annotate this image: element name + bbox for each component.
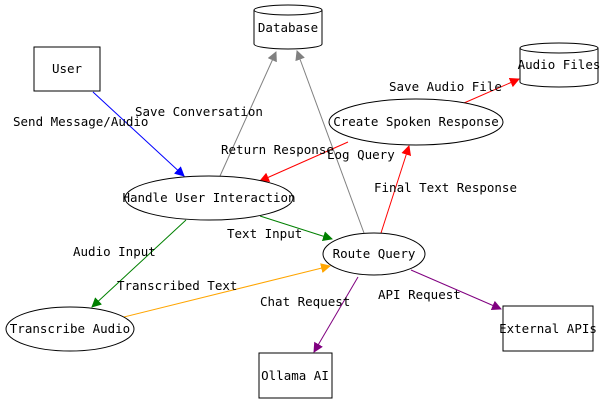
- node-audio-files: Audio Files: [518, 42, 601, 88]
- label-save-conversation: Save Conversation: [135, 104, 263, 119]
- edge-send-message-audio: [92, 91, 185, 177]
- edge-transcribed-text: [123, 263, 331, 318]
- node-database: Database: [253, 4, 323, 50]
- label-log-query: Log Query: [327, 147, 395, 162]
- edge-audio-input: [91, 219, 187, 308]
- node-ollama-ai-label: Ollama AI: [261, 368, 329, 383]
- node-external-apis: External APIs: [499, 305, 597, 352]
- label-final-text-response: Final Text Response: [374, 180, 517, 195]
- label-api-request: API Request: [378, 287, 461, 302]
- node-create-spoken-response: Create Spoken Response: [328, 98, 504, 146]
- edge-final-text-response: [380, 145, 412, 234]
- label-text-input: Text Input: [227, 226, 302, 241]
- node-database-label: Database: [258, 20, 318, 35]
- edge-save-conversation: [219, 51, 277, 177]
- node-audio-files-label: Audio Files: [518, 57, 601, 72]
- node-handle-user-interaction: Handle User Interaction: [122, 175, 296, 221]
- label-save-audio-file: Save Audio File: [389, 79, 502, 94]
- label-return-response: Return Response: [221, 142, 334, 157]
- node-handle-user-interaction-label: Handle User Interaction: [122, 190, 295, 205]
- node-route-query: Route Query: [322, 232, 426, 276]
- node-transcribe-audio-label: Transcribe Audio: [10, 321, 130, 336]
- edge-text-input: [259, 215, 333, 242]
- edge-return-response: [259, 141, 349, 182]
- node-ollama-ai: Ollama AI: [258, 352, 333, 399]
- label-chat-request: Chat Request: [260, 294, 350, 309]
- edge-chat-request: [313, 276, 359, 353]
- node-user: User: [33, 46, 101, 92]
- edge-api-request: [410, 269, 502, 311]
- node-route-query-label: Route Query: [333, 246, 416, 261]
- label-audio-input: Audio Input: [73, 244, 156, 259]
- node-external-apis-label: External APIs: [499, 321, 597, 336]
- node-transcribe-audio: Transcribe Audio: [5, 306, 135, 352]
- edge-save-audio-file: [463, 78, 520, 104]
- label-send-message-audio: Send Message/Audio: [13, 114, 148, 129]
- edge-log-query: [295, 50, 365, 234]
- label-transcribed-text: Transcribed Text: [117, 278, 237, 293]
- node-user-label: User: [52, 61, 83, 76]
- node-create-spoken-response-label: Create Spoken Response: [333, 114, 499, 129]
